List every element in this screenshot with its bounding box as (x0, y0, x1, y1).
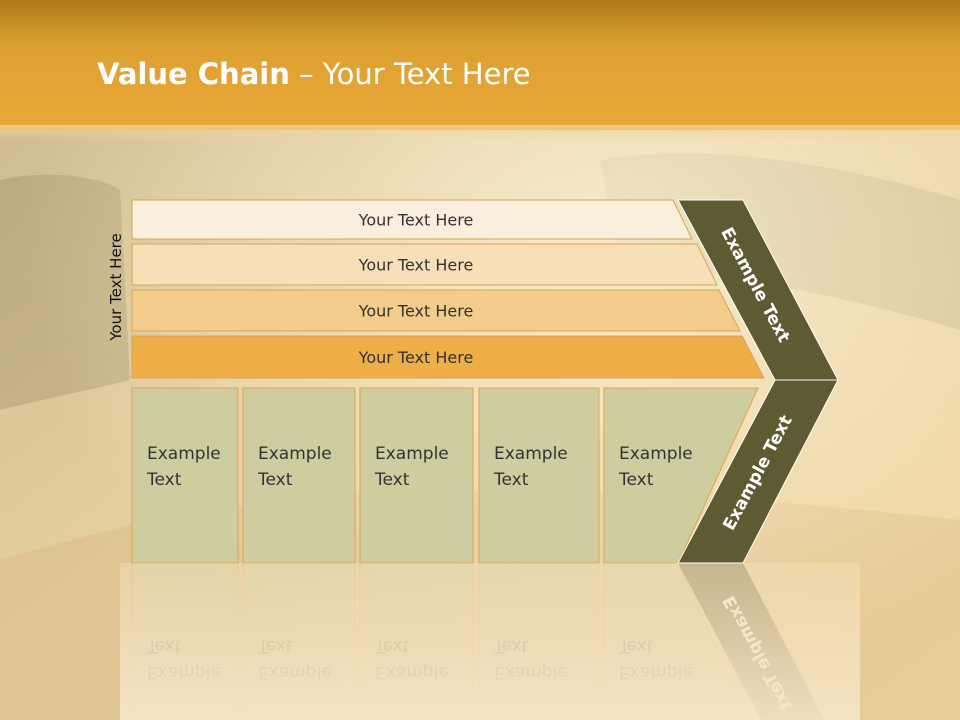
bar-1-label: Your Text Here (358, 211, 474, 230)
box-3-line2: Text (374, 470, 410, 490)
header-band (0, 0, 960, 130)
box-5-line2: Text (618, 470, 654, 490)
box-2-line2: Text (257, 470, 293, 490)
bar-3 (131, 289, 741, 332)
box-2 (242, 387, 356, 564)
box-4 (478, 387, 600, 564)
chevron-lower (677, 379, 839, 564)
slide-title-rest: – Your Text Here (290, 57, 531, 91)
box-5-line1: Example (619, 444, 693, 464)
slide-title: Value Chain – Your Text Here (97, 57, 531, 91)
bar-4 (131, 335, 765, 379)
bar-2 (131, 243, 718, 286)
bar-4-label: Your Text Here (358, 348, 474, 367)
slide-title-bold: Value Chain (97, 57, 290, 91)
header-fade (0, 125, 960, 205)
side-label: Your Text Here (107, 233, 125, 341)
box-3 (359, 387, 474, 564)
bar-3-label: Your Text Here (358, 302, 474, 321)
box-4-line1: Example (494, 444, 568, 464)
box-1-line2: Text (146, 470, 182, 490)
box-1-line1: Example (147, 444, 221, 464)
box-2-line1: Example (258, 444, 332, 464)
box-3-line1: Example (375, 444, 449, 464)
bar-2-label: Your Text Here (358, 256, 474, 275)
box-1 (131, 387, 239, 564)
bar-1 (131, 199, 693, 240)
box-4-line2: Text (493, 470, 529, 490)
reflection-fade (120, 563, 860, 720)
